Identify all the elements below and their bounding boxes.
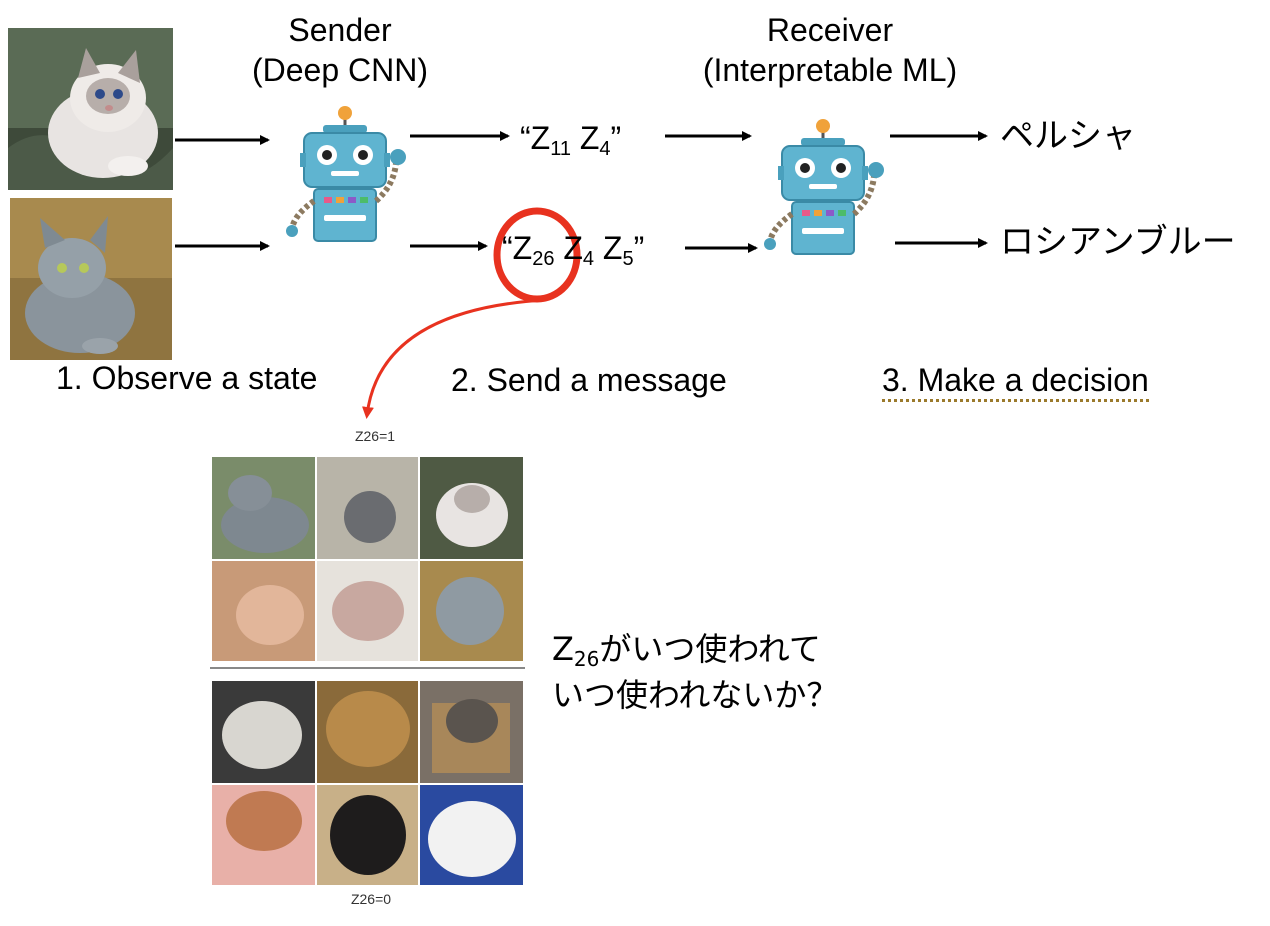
message-row1-open: “Z	[520, 120, 551, 156]
message-row1-close: ”	[610, 120, 622, 156]
z26-question-line1: Z26がいつ使われて	[552, 626, 838, 672]
receiver-subtitle: (Interpretable ML)	[702, 52, 958, 88]
message-row2: “Z26 Z4 Z5”	[502, 228, 645, 270]
step-send: 2. Send a message	[451, 362, 727, 398]
question-line1-rest: がいつ使われて	[599, 630, 821, 668]
highlight-circle-z26	[493, 207, 581, 303]
message-row2-open: “Z	[502, 230, 533, 266]
message-row1-sub2: 4	[599, 138, 611, 160]
message-row2-sub3: 5	[622, 248, 634, 270]
input-photo-ragdoll-kitten	[8, 28, 173, 190]
sender-robot-icon	[286, 106, 406, 242]
grid-bottom-row1	[212, 681, 523, 783]
message-row1-sub1: 11	[550, 138, 571, 160]
grid-caption-top: Z26=1	[354, 428, 396, 444]
grid-top-row2	[212, 561, 523, 661]
message-row2-sub2: 4	[582, 248, 595, 270]
message-row2-mid2: Z	[594, 230, 623, 266]
output-row2: ロシアンブルー	[1000, 222, 1236, 262]
receiver-heading: Receiver (Interpretable ML)	[680, 10, 980, 90]
sender-title: Sender	[288, 12, 392, 48]
arrow-z26-to-grid	[362, 298, 546, 419]
step-decide: 3. Make a decision	[882, 360, 1149, 402]
message-row2-close: ”	[633, 230, 645, 266]
sender-heading: Sender (Deep CNN)	[240, 10, 440, 90]
step-decide-label: 3. Make a decision	[882, 362, 1149, 402]
grid-bottom-row2	[212, 785, 523, 885]
grid-caption-bottom: Z26=0	[350, 891, 392, 907]
question-prefix: Z	[552, 630, 574, 668]
receiver-title: Receiver	[766, 12, 894, 48]
step-observe: 1. Observe a state	[56, 360, 318, 396]
message-row1: “Z11 Z4”	[520, 118, 622, 160]
grid-top-row1	[212, 457, 523, 559]
question-subscript: 26	[573, 647, 600, 671]
receiver-robot-icon	[764, 119, 884, 255]
message-row2-sub1: 26	[532, 248, 555, 270]
z26-question-line2: いつ使われないか？	[552, 676, 839, 714]
sender-subtitle: (Deep CNN)	[251, 52, 429, 88]
z26-question: Z26がいつ使われて いつ使われないか？	[552, 626, 838, 718]
input-photo-russian-blue	[10, 198, 172, 360]
output-row1: ペルシャ	[1000, 116, 1136, 156]
message-row1-mid: Z	[570, 120, 600, 156]
message-row2-mid1: Z	[554, 230, 583, 266]
example-photo-grid	[210, 457, 525, 885]
